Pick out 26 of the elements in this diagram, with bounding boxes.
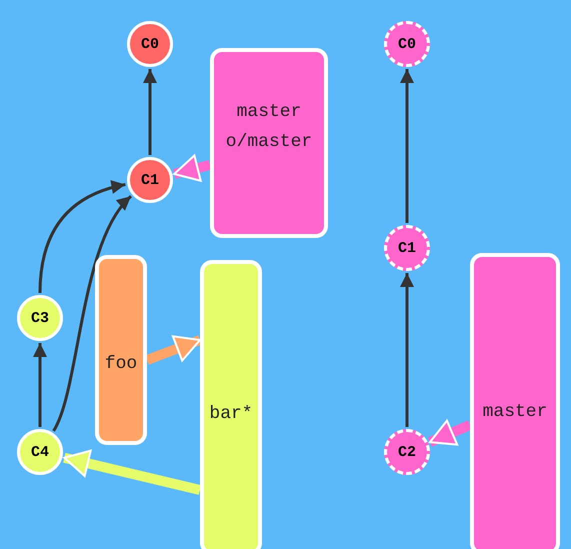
branch-tag: [210, 48, 328, 238]
commit-label: C3: [30, 310, 49, 326]
commit-arrow: [52, 195, 132, 432]
commit-arrow: [400, 273, 414, 427]
commit-arrow: [143, 69, 157, 155]
branch-name: master: [236, 101, 302, 124]
branch-name: foo: [104, 353, 138, 376]
commit-arrow: [400, 69, 414, 223]
commit-label: C2: [398, 444, 416, 460]
commit-label: C4: [30, 444, 49, 460]
commit-label: C1: [398, 240, 416, 256]
branch-tag: [470, 253, 560, 549]
branch-name: o/master: [226, 131, 312, 154]
branch-name: bar*: [209, 403, 253, 426]
commit-label: C1: [140, 172, 159, 188]
branch-arrow: [63, 450, 202, 495]
branch-arrow: [428, 420, 472, 447]
branch-tag: [95, 255, 147, 445]
branch-name: master: [482, 401, 548, 424]
commit-arrow: [33, 343, 47, 427]
branch-arrow: [173, 154, 212, 182]
branch-arrow: [145, 335, 202, 365]
commit-label: C0: [140, 36, 159, 52]
commit-label: C0: [398, 36, 416, 52]
branch-tag: [200, 260, 262, 549]
commit-arrow: [38, 180, 126, 294]
